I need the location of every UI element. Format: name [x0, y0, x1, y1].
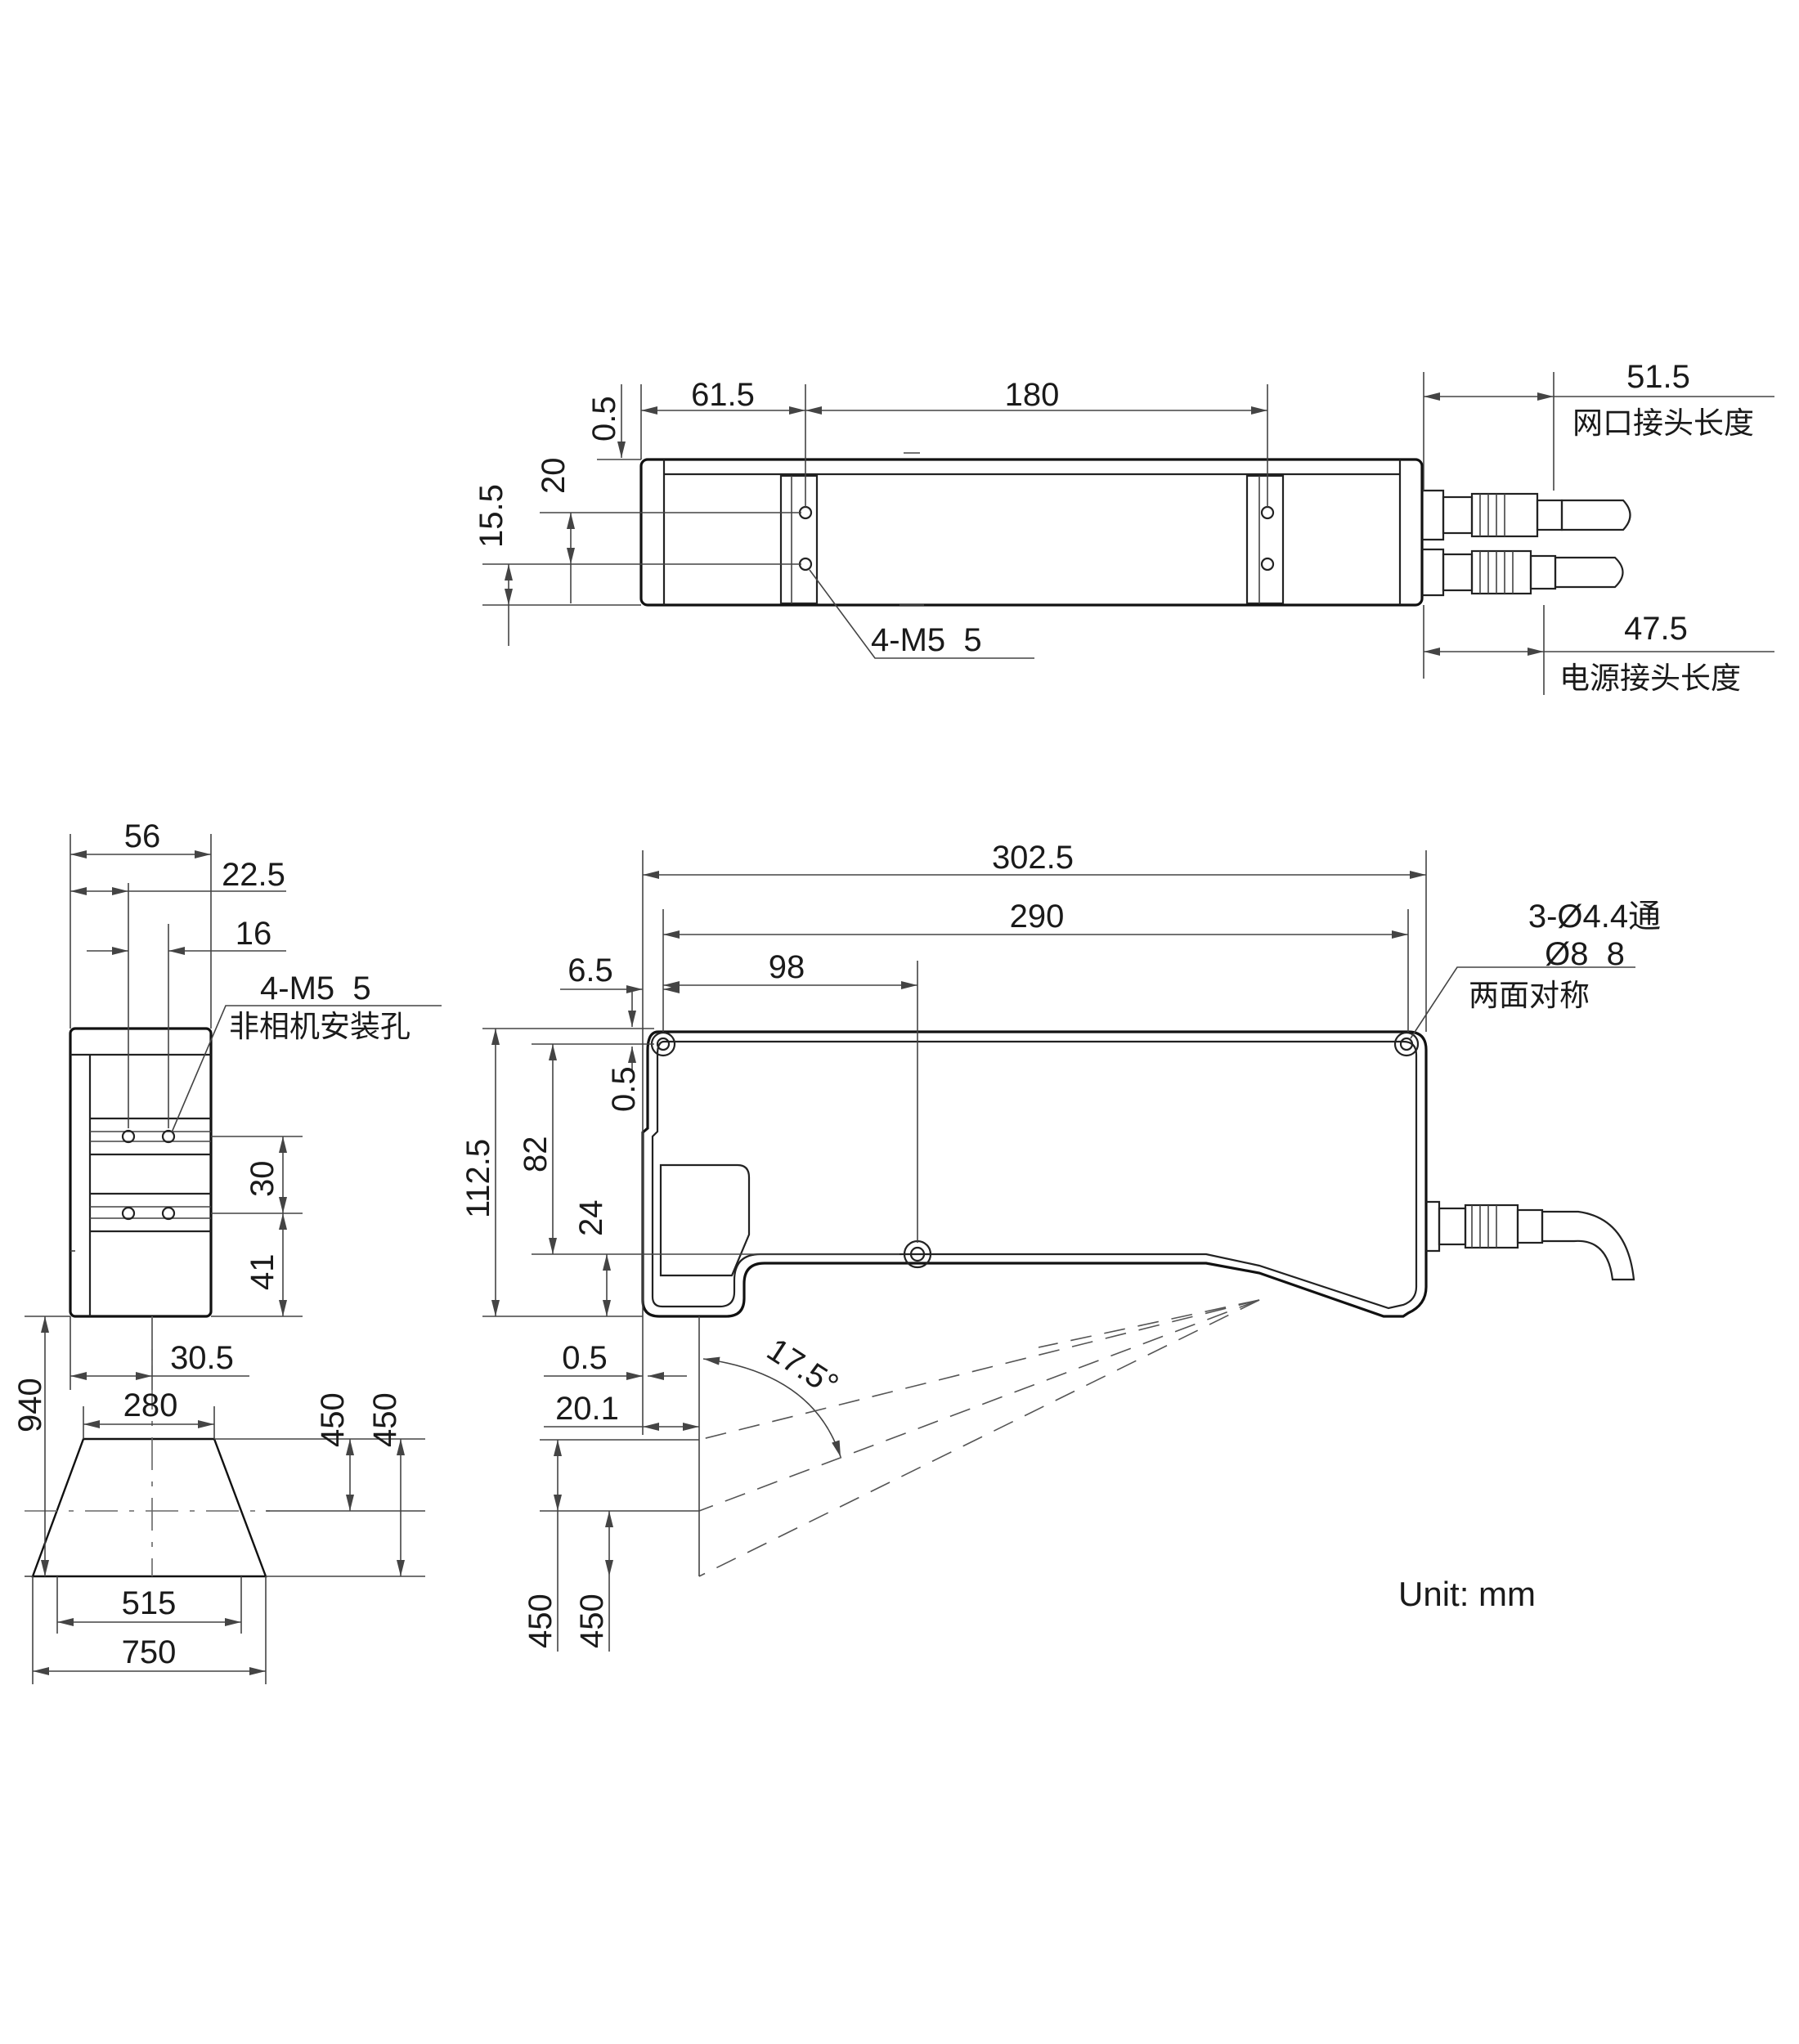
dim-side-24: 24 [573, 1200, 609, 1237]
top-mount-hole [1260, 557, 1275, 572]
unit-label: Unit: mm [1398, 1575, 1536, 1613]
dim-side-6-5: 6.5 [568, 953, 613, 988]
dim-side-98: 98 [769, 949, 805, 985]
label-counterbore: Ø8 8 [1545, 936, 1625, 972]
label-net-connector: 网口接头长度 [1572, 406, 1754, 440]
dim-power-connector-length: 47.5 [1624, 611, 1688, 647]
dim-side-302-5: 302.5 [992, 840, 1074, 876]
side-view: 302.5 290 98 6.5 0.5 112.5 82 24 0.5 20.… [460, 840, 1661, 1652]
end-mount-hole [161, 1129, 176, 1144]
dim-end-56: 56 [124, 818, 161, 854]
end-view: 56 22.5 16 4-M5 5 非相机安装孔 30 41 30.5 [69, 818, 442, 1390]
side-connector [1426, 1200, 1635, 1281]
dim-end-30-5: 30.5 [170, 1340, 234, 1376]
dim-side-450a: 450 [523, 1594, 559, 1648]
dim-side-angle: 17.5° [760, 1332, 845, 1404]
power-connector [1422, 548, 1624, 597]
top-mount-hole [798, 505, 813, 520]
end-mount-hole [161, 1206, 176, 1221]
dim-side-0-5a: 0.5 [606, 1066, 642, 1112]
top-mount-hole [1260, 505, 1275, 520]
dim-top-0-5: 0.5 [586, 396, 622, 442]
dim-fov-940: 940 [12, 1378, 48, 1432]
label-power-connector: 电源接头长度 [1559, 661, 1741, 695]
fov-trapezoid [31, 1437, 267, 1578]
dim-end-41: 41 [245, 1254, 280, 1291]
dim-fov-450b: 450 [367, 1392, 403, 1447]
label-mount-holes: 非相机安装孔 [229, 1010, 410, 1043]
dim-net-connector-length: 51.5 [1626, 359, 1690, 395]
dim-end-30: 30 [245, 1161, 280, 1198]
top-view-housing [639, 458, 1424, 607]
dim-fov-280: 280 [123, 1387, 178, 1423]
dim-end-16: 16 [236, 916, 272, 952]
end-mount-hole [121, 1129, 136, 1144]
dim-side-290: 290 [1010, 899, 1065, 935]
side-hole [1393, 1031, 1420, 1057]
dim-fov-750: 750 [122, 1634, 177, 1670]
side-cable [1541, 1210, 1635, 1281]
dim-side-0-5b: 0.5 [562, 1340, 608, 1376]
dim-fov-450a: 450 [315, 1392, 351, 1447]
end-mount-hole [121, 1206, 136, 1221]
dim-side-82: 82 [518, 1136, 554, 1173]
top-view: 0.5 61.5 180 20 15.5 4-M5 5 51.5 网口接头长度 … [473, 359, 1774, 695]
end-view-housing [69, 1027, 213, 1318]
label-hole-spec: 3-Ø4.4通 [1528, 899, 1661, 935]
dim-side-112-5: 112.5 [460, 1139, 496, 1218]
dim-side-450b: 450 [574, 1594, 610, 1648]
dim-top-61-5: 61.5 [691, 377, 755, 413]
dim-fov-515: 515 [122, 1585, 177, 1621]
dim-top-thread: 4-M5 5 [871, 622, 982, 658]
side-hole [650, 1031, 676, 1057]
dim-top-180: 180 [1005, 377, 1060, 413]
net-connector [1422, 489, 1631, 541]
dim-end-thread: 4-M5 5 [260, 970, 371, 1006]
dim-top-20: 20 [536, 458, 572, 495]
fov-front-view: 940 280 450 450 515 750 [12, 1316, 425, 1684]
dim-end-22-5: 22.5 [222, 857, 285, 893]
dim-side-20-1: 20.1 [555, 1391, 619, 1427]
label-symmetric: 两面对称 [1469, 979, 1590, 1012]
dim-top-15-5: 15.5 [473, 484, 509, 548]
side-view-housing [641, 1030, 1428, 1318]
top-mount-hole [798, 557, 813, 572]
lens-window [659, 1163, 751, 1277]
